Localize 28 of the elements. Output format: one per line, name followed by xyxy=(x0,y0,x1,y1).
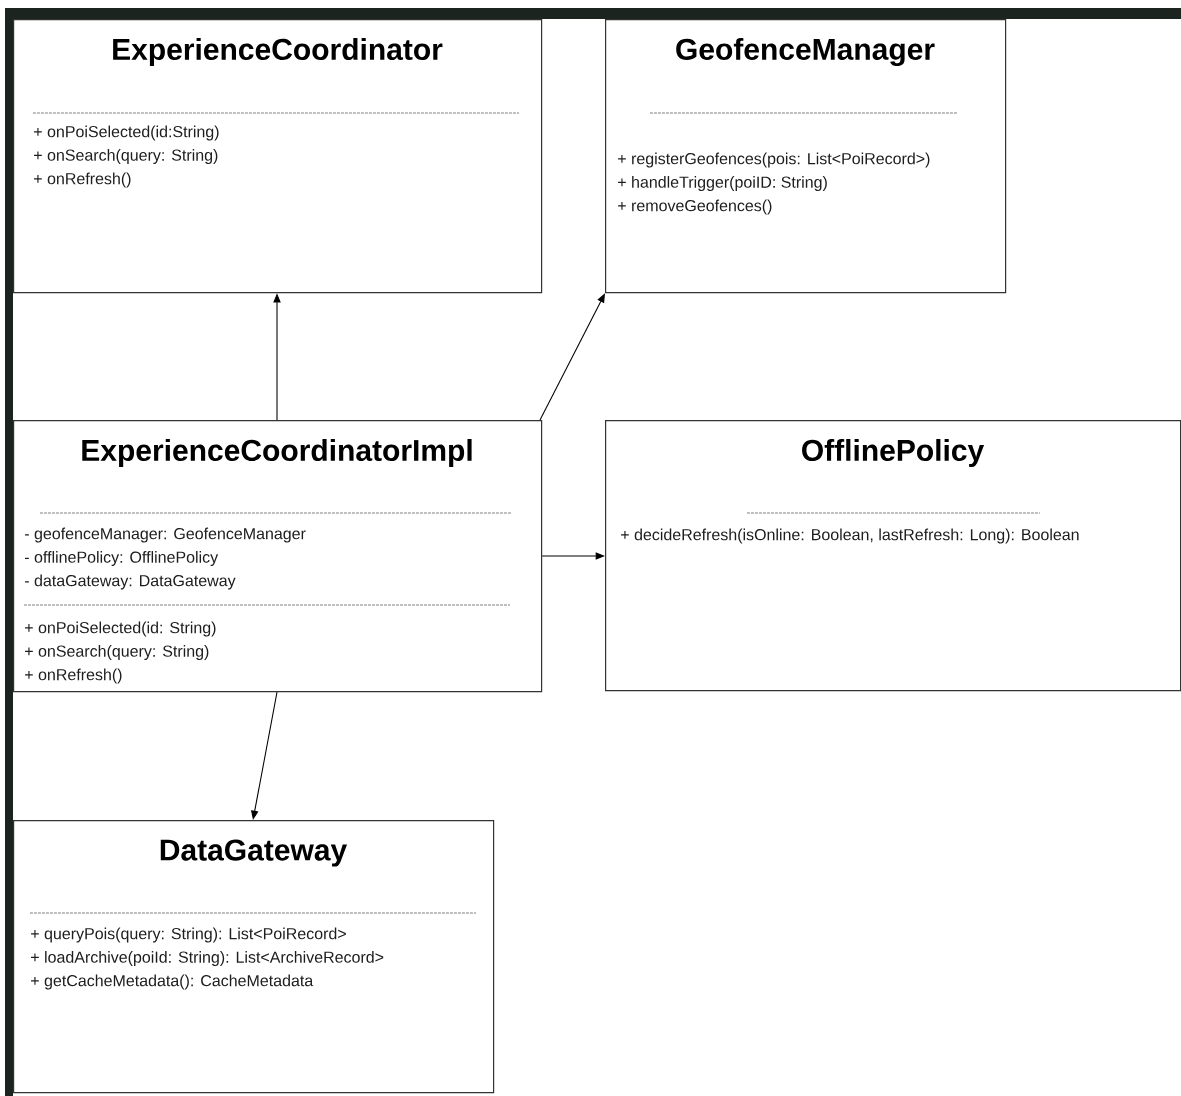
attribute-line: - geofenceManager: GeofenceManager xyxy=(25,527,306,543)
attribute-line: - offlinePolicy: OfflinePolicy xyxy=(25,551,219,566)
method-line: + handleTrigger(poiID: String) xyxy=(618,176,827,191)
method-line: + loadArchive(poiId: String): List<ArchiveRecord> xyxy=(31,951,384,966)
method-line: + getCacheMetadata(): CacheMetadata xyxy=(31,974,314,990)
class-name: OfflinePolicy xyxy=(802,439,985,467)
method-line: + removeGeofences() xyxy=(618,199,772,215)
method-line: + onRefresh() xyxy=(25,668,122,684)
method-line: + onPoiSelected(id: String) xyxy=(25,621,216,637)
class-box xyxy=(605,420,1181,692)
arrow xyxy=(541,552,605,560)
attribute-line: - dataGateway: DataGateway xyxy=(25,574,236,590)
class-box xyxy=(13,820,495,1094)
method-line: + registerGeofences(pois: List<PoiRecord>) xyxy=(618,152,930,168)
class-name: ExperienceCoordinatorImpl xyxy=(82,439,472,467)
method-line: + decideRefresh(isOnline: Boolean, lastRefresh: Long): Boolean xyxy=(621,528,1079,544)
class-box xyxy=(13,420,543,693)
method-line: + queryPois(query: String): List<PoiRecord> xyxy=(31,927,346,943)
class-box xyxy=(13,19,543,294)
method-line: + onPoiSelected(id:String) xyxy=(34,125,219,141)
class-name: ExperienceCoordinator xyxy=(113,38,443,66)
arrow xyxy=(539,293,605,421)
method-line: + onSearch(query: String) xyxy=(34,149,218,164)
class-box xyxy=(605,19,1007,294)
class-name: GeofenceManager xyxy=(676,37,935,67)
method-line: + onRefresh() xyxy=(34,172,131,188)
method-line: + onSearch(query: String) xyxy=(25,645,209,660)
class-name: DataGateway xyxy=(160,839,348,867)
